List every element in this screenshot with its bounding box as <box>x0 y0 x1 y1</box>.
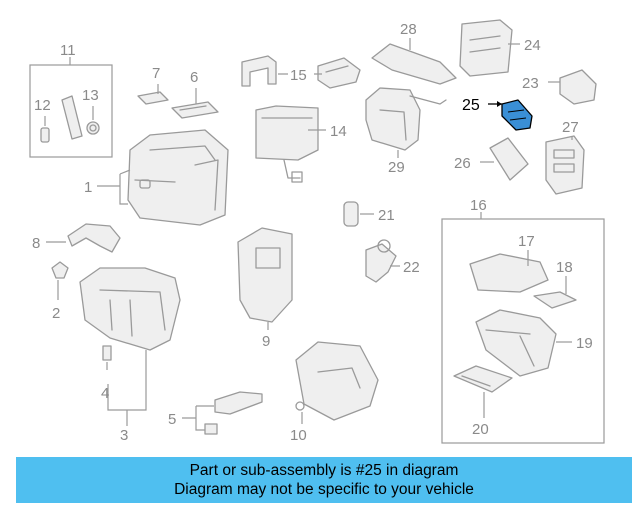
part-10-bin <box>295 341 379 421</box>
callout-17: 17 <box>518 233 535 250</box>
banner-line-2: Diagram may not be specific to your vehi… <box>174 481 474 498</box>
callout-6: 6 <box>190 69 198 86</box>
callout-3: 3 <box>120 427 128 444</box>
callout-24: 24 <box>524 37 541 54</box>
part-6-pad <box>171 101 219 119</box>
callout-23: 23 <box>522 75 539 92</box>
part-7-pad <box>137 91 169 105</box>
part-26-mat <box>489 137 529 181</box>
part-22-socket <box>365 239 397 283</box>
callout-27: 27 <box>562 119 579 136</box>
part-20-mat <box>453 365 513 393</box>
callout-4: 4 <box>101 385 109 402</box>
callout-16: 16 <box>470 197 487 214</box>
callout-19: 19 <box>576 335 593 352</box>
callout-2: 2 <box>52 305 60 322</box>
part-13-knob <box>86 121 100 135</box>
callout-20: 20 <box>472 421 489 438</box>
callout-7: 7 <box>152 65 160 82</box>
callout-29: 29 <box>388 159 405 176</box>
part-24-panel <box>459 19 513 77</box>
callout-25: 25 <box>462 97 480 114</box>
part-23-knob <box>559 69 597 105</box>
callout-10: 10 <box>290 427 307 444</box>
part-27-switch-panel <box>545 135 585 195</box>
leader-line-25 <box>488 101 502 107</box>
callout-26: 26 <box>454 155 471 172</box>
part-1-console <box>127 129 229 226</box>
part-25-highlighted <box>501 99 533 131</box>
callout-28: 28 <box>400 21 417 38</box>
part-18-pad <box>533 291 577 309</box>
callout-11: 11 <box>60 42 76 59</box>
part-12-clip <box>40 127 50 143</box>
callout-21: 21 <box>378 207 395 224</box>
info-banner: Part or sub-assembly is #25 in diagram D… <box>16 457 632 503</box>
callout-14: 14 <box>330 123 347 140</box>
part-14-tray <box>255 105 319 183</box>
callout-18: 18 <box>556 259 573 276</box>
parts-diagram: 1 2 3 4 5 6 7 8 9 10 11 12 13 14 15 16 1… <box>29 19 605 444</box>
leader-lines <box>44 38 573 431</box>
group-box-11 <box>29 64 113 158</box>
part-5-bracket <box>204 391 263 435</box>
part-21-socket <box>343 201 359 227</box>
banner-line-1: Part or sub-assembly is #25 in diagram <box>189 462 459 479</box>
callout-13: 13 <box>82 87 99 104</box>
part-4-bracket <box>102 345 112 361</box>
part-29-bracket <box>365 87 447 151</box>
part-8-trim <box>67 223 121 253</box>
part-28-armrest <box>371 43 457 85</box>
callout-5: 5 <box>168 411 176 428</box>
callout-1: 1 <box>84 179 92 196</box>
part-9-cover <box>237 227 293 323</box>
callout-15: 15 <box>290 67 307 84</box>
part-19-assembly <box>475 309 557 377</box>
part-15b-block <box>317 57 361 89</box>
callout-9: 9 <box>262 333 270 350</box>
callout-22: 22 <box>403 259 420 276</box>
part-11-strip <box>61 95 83 140</box>
callout-8: 8 <box>32 235 40 252</box>
part-15-bracket <box>241 55 277 87</box>
part-3-base <box>79 267 181 351</box>
part-2-clip <box>51 261 69 279</box>
part-17-lid <box>469 253 549 293</box>
group-box-16 <box>441 218 605 444</box>
callout-12: 12 <box>34 97 51 114</box>
